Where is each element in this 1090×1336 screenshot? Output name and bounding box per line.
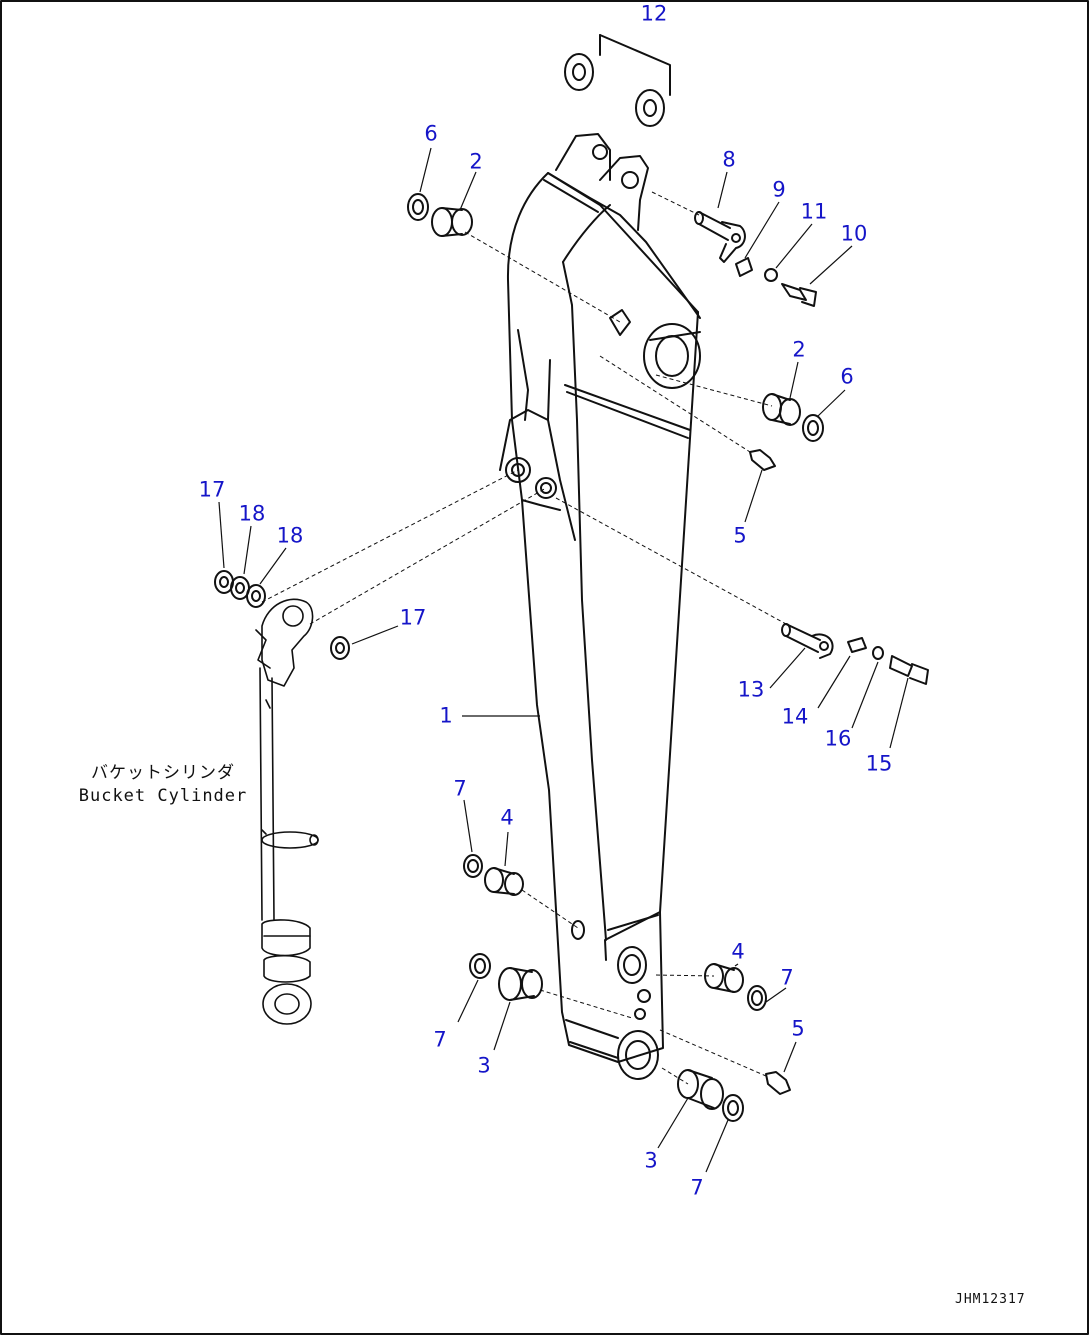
label-4-lr: 4 bbox=[731, 939, 745, 964]
label-7-lr-upper: 7 bbox=[780, 965, 794, 990]
label-3-lr: 3 bbox=[644, 1148, 658, 1173]
bucket-cylinder-note: バケットシリンダ Bucket Cylinder bbox=[68, 762, 258, 808]
part-2-bushing-top bbox=[431, 207, 473, 237]
label-13: 13 bbox=[737, 677, 765, 702]
label-10: 10 bbox=[840, 221, 868, 246]
part-7-seal-lr-upper bbox=[747, 985, 767, 1011]
label-3-ll: 3 bbox=[477, 1053, 491, 1078]
part-13-pin bbox=[781, 623, 834, 659]
part-17-shim-right bbox=[330, 636, 350, 660]
part-16-washer bbox=[872, 646, 884, 660]
label-17-left: 17 bbox=[198, 477, 226, 502]
label-9: 9 bbox=[772, 177, 786, 202]
bucket-cylinder-en: Bucket Cylinder bbox=[78, 785, 248, 806]
label-2-right: 2 bbox=[792, 337, 806, 362]
part-2-bushing-right bbox=[762, 393, 801, 426]
part-5-grease-fitting-top bbox=[749, 449, 776, 471]
part-15-bolt bbox=[889, 655, 929, 685]
part-18-shim-b bbox=[246, 584, 266, 608]
label-11: 11 bbox=[800, 199, 828, 224]
part-11-washer bbox=[764, 268, 778, 282]
part-12-shims bbox=[564, 34, 671, 127]
label-5-bottom: 5 bbox=[791, 1016, 805, 1041]
label-8: 8 bbox=[722, 147, 736, 172]
label-5-top: 5 bbox=[733, 523, 747, 548]
leader-lines bbox=[218, 147, 909, 1173]
label-12: 12 bbox=[640, 1, 668, 26]
label-6-right: 6 bbox=[840, 364, 854, 389]
part-7-seal-ll-upper bbox=[463, 854, 483, 878]
bucket-cylinder bbox=[255, 598, 319, 1025]
label-18-b: 18 bbox=[276, 523, 304, 548]
part-7-seal-lr-lower bbox=[722, 1094, 744, 1122]
part-8-pin bbox=[694, 211, 746, 263]
arm-body bbox=[499, 133, 701, 1080]
part-6-seal-top bbox=[407, 193, 429, 221]
label-18-a: 18 bbox=[238, 501, 266, 526]
part-14-plate bbox=[847, 637, 867, 653]
label-17-right: 17 bbox=[399, 605, 427, 630]
label-7-ll-lower: 7 bbox=[433, 1027, 447, 1052]
label-4-ll: 4 bbox=[500, 805, 514, 830]
label-7-lr-lower: 7 bbox=[690, 1175, 704, 1200]
label-2-top: 2 bbox=[469, 149, 483, 174]
part-7-seal-ll-lower bbox=[469, 953, 491, 979]
label-7-ll-upper: 7 bbox=[453, 776, 467, 801]
part-5-grease-fitting-bottom bbox=[765, 1071, 791, 1095]
label-15: 15 bbox=[865, 751, 893, 776]
part-6-seal-right bbox=[802, 414, 824, 442]
part-10-bolt bbox=[781, 283, 817, 307]
bucket-cylinder-jp: バケットシリンダ bbox=[91, 763, 235, 783]
part-9-plate bbox=[735, 257, 753, 277]
center-lines bbox=[261, 191, 787, 1085]
label-6-top: 6 bbox=[424, 121, 438, 146]
label-16: 16 bbox=[824, 726, 852, 751]
part-4-bushing-lr bbox=[704, 963, 744, 993]
part-3-bushing-ll bbox=[498, 967, 543, 1001]
part-4-bushing-ll bbox=[484, 867, 524, 896]
part-3-bushing-lr bbox=[677, 1069, 724, 1110]
label-14: 14 bbox=[781, 704, 809, 729]
drawing-code: JHM12317 bbox=[955, 1292, 1026, 1307]
label-1: 1 bbox=[439, 703, 453, 728]
